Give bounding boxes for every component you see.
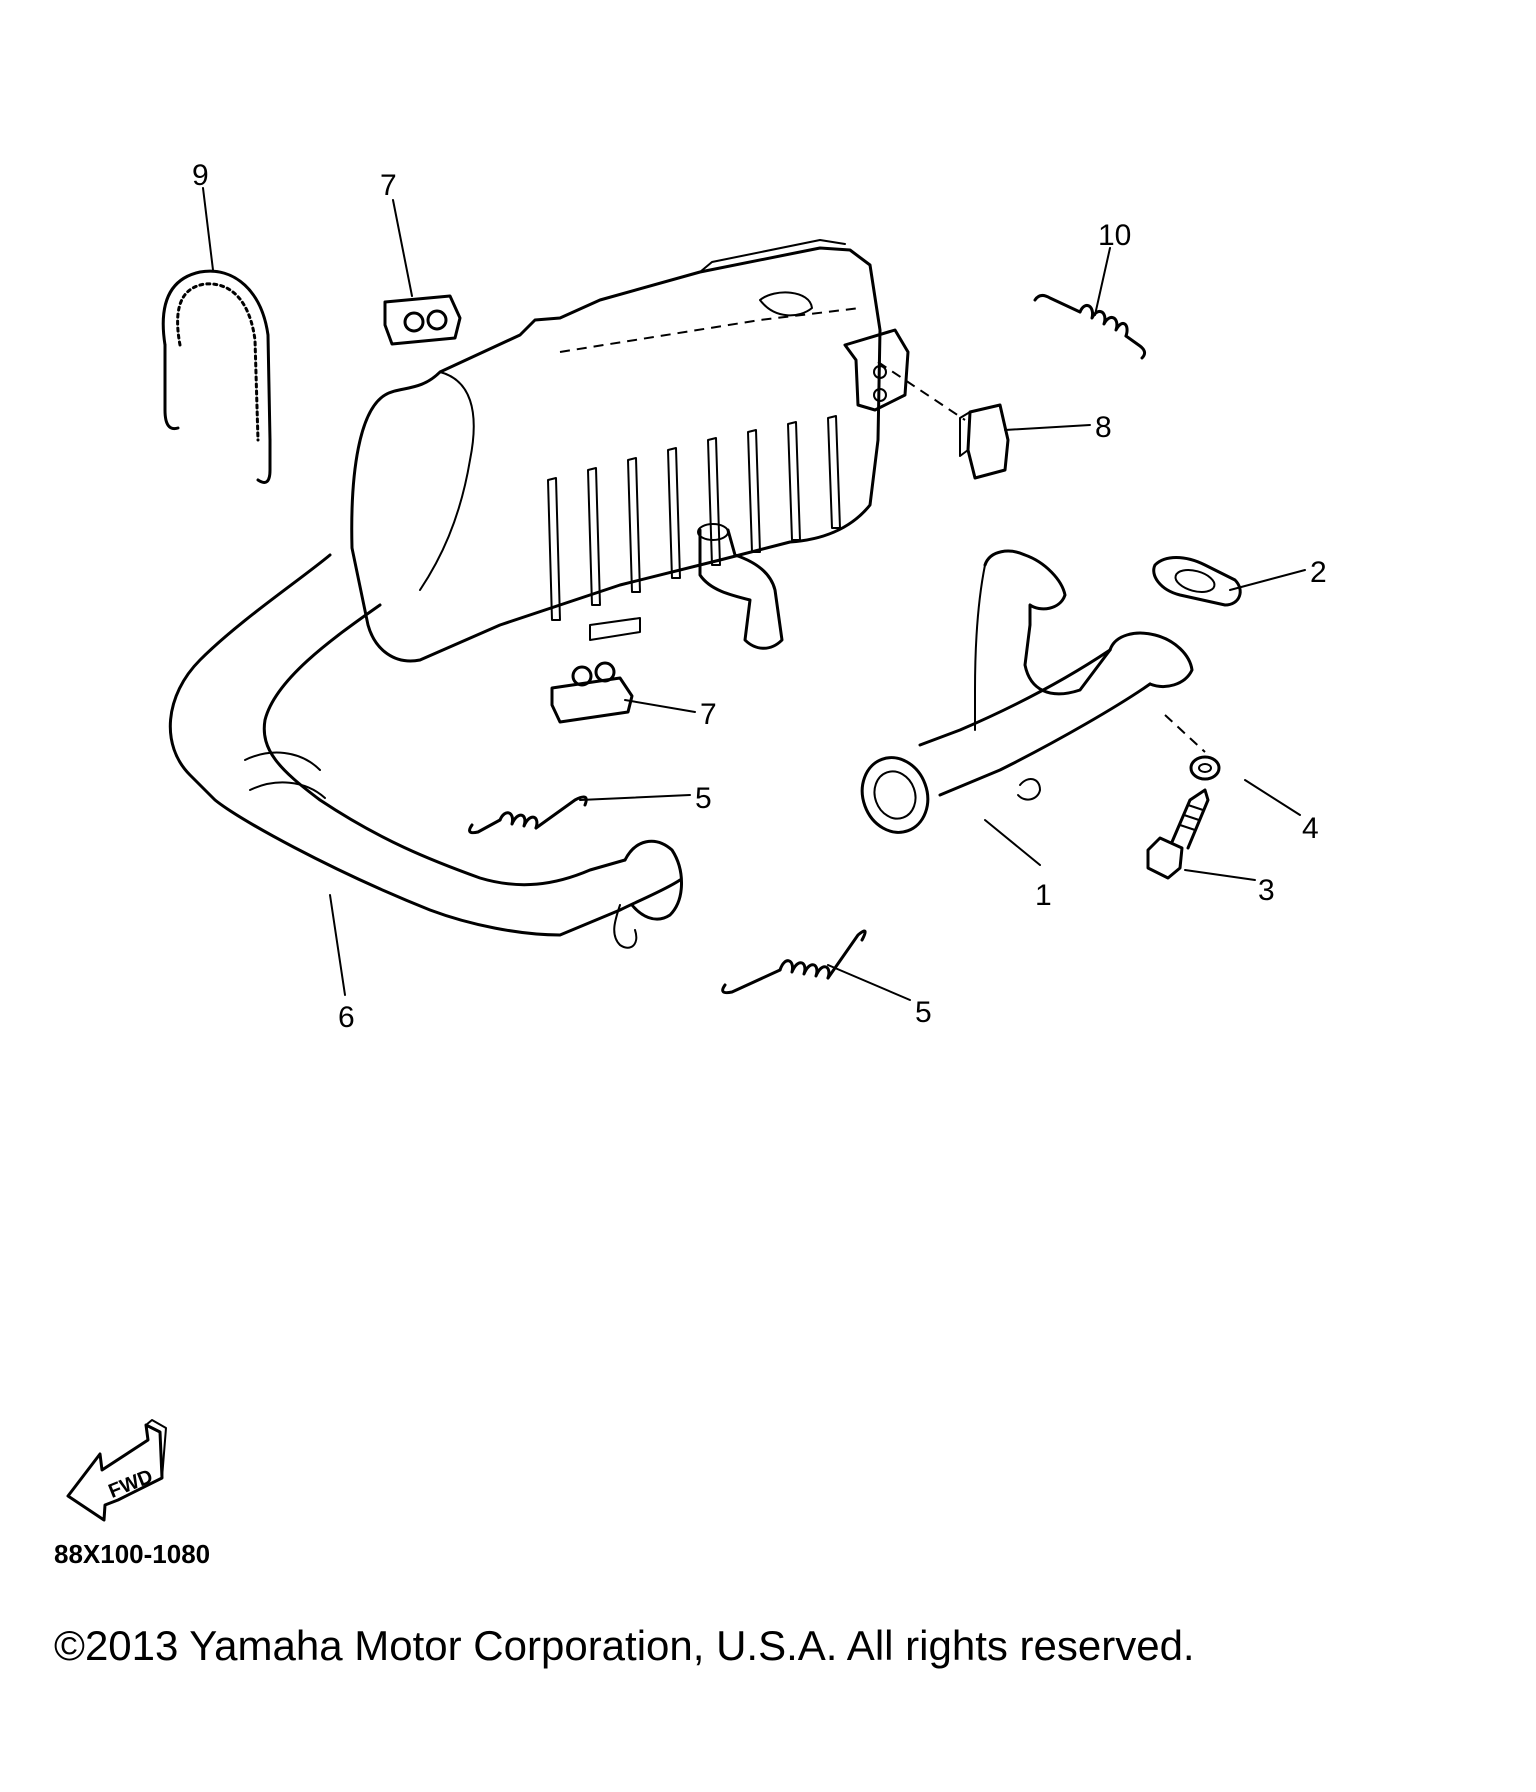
callout-7-lower: 7 xyxy=(700,698,717,731)
callout-7-top: 7 xyxy=(380,169,397,202)
leader-lines xyxy=(202,187,1306,1001)
part-2-gasket xyxy=(1152,556,1242,607)
callout-5-upper: 5 xyxy=(695,782,712,815)
fwd-arrow-icon: FWD xyxy=(66,1419,167,1522)
part-4-guide-line xyxy=(1164,714,1206,753)
callout-3: 3 xyxy=(1258,874,1275,907)
part-9-long-spring xyxy=(161,269,272,484)
part-8-guide-line xyxy=(877,361,966,421)
part-6-head-pipe xyxy=(168,553,683,949)
part-5-spring-upper xyxy=(468,795,588,835)
part-7-mount-lower xyxy=(550,661,634,724)
part-10-spring xyxy=(1033,293,1147,360)
callout-6: 6 xyxy=(338,1001,355,1034)
part-4-washer xyxy=(1189,755,1221,781)
callout-9: 9 xyxy=(192,159,209,192)
part-8-pad xyxy=(959,403,1010,480)
callout-8: 8 xyxy=(1095,411,1112,444)
part-1-y-pipe xyxy=(860,549,1194,834)
diagram-code: 88X100-1080 xyxy=(54,1539,210,1569)
callout-10: 10 xyxy=(1098,219,1131,252)
copyright-notice: ©2013 Yamaha Motor Corporation, U.S.A. A… xyxy=(54,1622,1195,1669)
part-7-mount-top xyxy=(383,294,462,346)
callout-5-lower: 5 xyxy=(915,996,932,1029)
part-5-spring-lower xyxy=(721,929,867,995)
fwd-label: FWD xyxy=(106,1465,156,1502)
callout-4: 4 xyxy=(1302,812,1319,845)
muffler xyxy=(350,239,910,663)
part-3-bolt xyxy=(1146,788,1210,880)
callout-2: 2 xyxy=(1310,556,1327,589)
callout-1: 1 xyxy=(1035,879,1052,912)
